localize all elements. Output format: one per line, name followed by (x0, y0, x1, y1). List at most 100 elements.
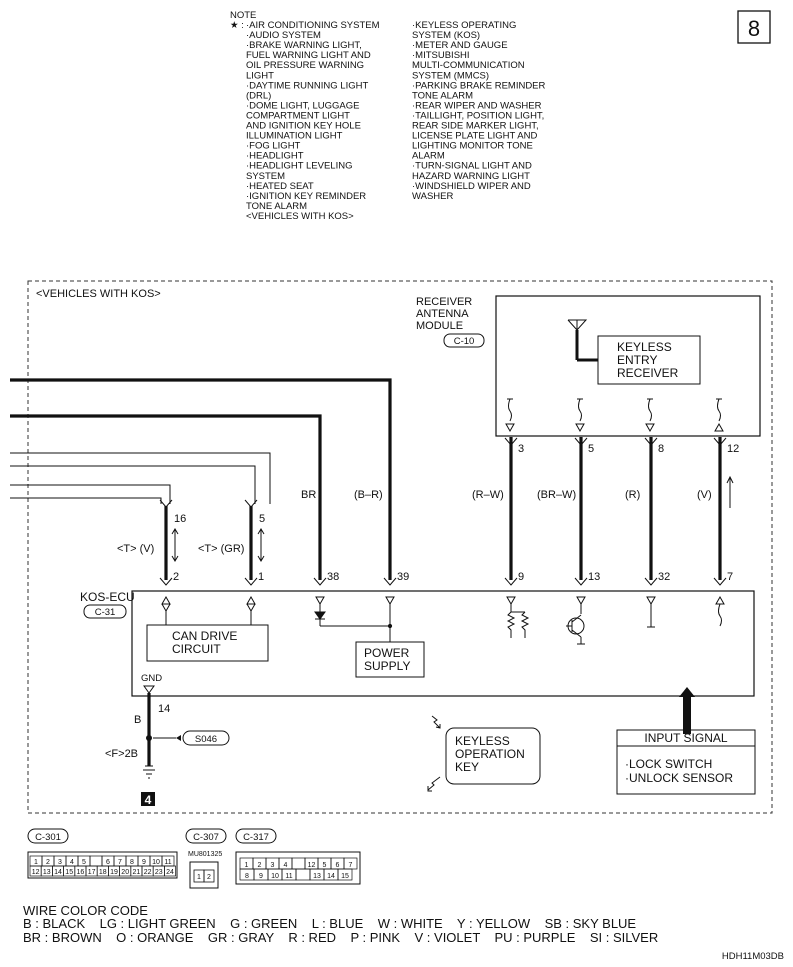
c307-pin-1: 1 (197, 874, 201, 881)
receiver-pin-8: 8 (658, 443, 664, 455)
connector-pin: 19 (110, 869, 118, 876)
vehicle-boundary (27, 280, 773, 814)
ground-wire-color: B (134, 714, 141, 726)
input-signal-title: INPUT SIGNAL (644, 731, 727, 745)
figure-code: HDH11M03DB (722, 951, 784, 962)
wire-38-br (10, 414, 322, 580)
note-item: AND IGNITION KEY HOLE (246, 121, 361, 132)
color-code-title: WIRE COLOR CODE (23, 903, 148, 918)
note-heading: NOTE (230, 10, 256, 21)
note-item: <VEHICLES WITH KOS> (246, 211, 354, 222)
radio-wave-icon (427, 715, 441, 792)
note-item: ·KEYLESS OPERATING (412, 20, 516, 31)
receiver-pin-3: 3 (518, 443, 524, 455)
receiver-connector: C-10 (454, 336, 475, 347)
connector-pin: 10 (271, 873, 279, 880)
ecu-pin-labels: 2 1 38 39 9 13 32 7 (173, 571, 733, 583)
connector-pin: 12 (32, 869, 40, 876)
connector-pin: 11 (164, 859, 171, 866)
ecu-gnd-label: GND (141, 673, 162, 684)
key-line-3: KEY (455, 760, 479, 774)
page-number-box: 8 (737, 10, 771, 44)
note-item: ·TURN-SIGNAL LIGHT AND (412, 161, 532, 172)
c307-pin-2: 2 (207, 874, 211, 881)
note-item: ·METER AND GAUGE (412, 40, 508, 51)
ground-number: 4 (145, 793, 152, 807)
note-item: (DRL) (246, 90, 271, 101)
splice-s046: S046 (195, 734, 217, 745)
ecu-pin-32: 32 (658, 571, 670, 583)
wire-brw-label: (BR–W) (537, 489, 576, 501)
ecu-pin-1: 1 (258, 571, 264, 583)
wire-thin-4 (10, 497, 162, 504)
note-item: ·HEADLIGHT LEVELING (246, 161, 352, 172)
note-item: SYSTEM (KOS) (412, 30, 480, 41)
note-item: ·MITSUBISHI (412, 50, 470, 61)
c301-label: C-301 (35, 832, 61, 843)
receiver-pin-5: 5 (588, 443, 594, 455)
connector-pin: 14 (54, 869, 62, 876)
connector-pin: 17 (88, 869, 96, 876)
note-item: SYSTEM (MMCS) (412, 70, 489, 81)
note-item: ·HEATED SEAT (246, 181, 314, 192)
note-item: ·FOG LIGHT (246, 141, 301, 152)
note-item: ·HEADLIGHT (246, 151, 304, 162)
wire-color-code: WIRE COLOR CODE B : BLACK LG : LIGHT GRE… (23, 903, 784, 962)
connector-pin: 23 (155, 869, 163, 876)
antenna-icon (567, 319, 598, 362)
connector-pin: 14 (327, 873, 335, 880)
input-signal-box: INPUT SIGNAL ·LOCK SWITCH ·UNLOCK SENSOR (616, 729, 756, 795)
connector-c307: C-307 MU801325 1 2 (185, 828, 227, 889)
input-arrow-icon (679, 687, 695, 734)
note-item: ·DAYTIME RUNNING LIGHT (246, 80, 368, 91)
note-item: FUEL WARNING LIGHT AND (246, 50, 371, 61)
ecu-pin-2: 2 (173, 571, 179, 583)
ecu-pin-9: 9 (518, 571, 524, 583)
connector-pin: 16 (77, 869, 85, 876)
connector-pin: 6 (336, 862, 340, 869)
keyless-operation-key: KEYLESS OPERATION KEY (427, 715, 541, 792)
note-star: ★ : (230, 20, 244, 31)
connector-cell (337, 868, 353, 881)
pin-16: 16 (174, 513, 186, 525)
note-item: WASHER (412, 191, 453, 202)
connector-pin: 18 (99, 869, 107, 876)
c307-label: C-307 (193, 832, 219, 843)
connector-pin: 13 (43, 869, 51, 876)
kos-ecu: KOS-ECU C-31 CAN DRIVE CIRCUIT POWER SUP… (80, 590, 755, 697)
connector-cell (89, 855, 103, 867)
note-item: ·TAILLIGHT, POSITION LIGHT, (412, 110, 544, 121)
note-item: LIGHT (246, 70, 274, 81)
connector-pin: 5 (323, 862, 327, 869)
connector-cell (291, 857, 306, 870)
gnd-pin: 14 (158, 703, 170, 715)
can-drive-line-1: CAN DRIVE (172, 629, 237, 643)
connector-pin: 3 (58, 859, 62, 866)
c307-part: MU801325 (188, 851, 222, 858)
wire-br-label: BR (301, 489, 316, 501)
wire-labels: 16 <T> (V) 5 <T> (GR) BR (B–R) (R–W) (BR… (117, 443, 739, 555)
note-column-1: ·AIR CONDITIONING SYSTEM·AUDIO SYSTEM·BR… (246, 20, 380, 222)
note-item: TONE ALARM (412, 90, 473, 101)
receiver-name-1: RECEIVER (416, 296, 472, 308)
page-number: 8 (748, 16, 760, 41)
connector-pin: 9 (259, 873, 263, 880)
connector-cell (164, 865, 176, 877)
connector-cell (295, 868, 311, 881)
note-item: ·DOME LIGHT, LUGGAGE (246, 100, 360, 111)
note-item: ·AUDIO SYSTEM (246, 30, 321, 41)
color-code-line-1: B : BLACK LG : LIGHT GREEN G : GREEN L :… (23, 916, 636, 931)
note-item: ·IGNITION KEY REMINDER (246, 191, 366, 202)
note-item: COMPARTMENT LIGHT (246, 110, 350, 121)
ecu-pin-7: 7 (727, 571, 733, 583)
connector-pin: 8 (245, 873, 249, 880)
connector-pin: 9 (142, 859, 146, 866)
connector-pin: 3 (271, 862, 275, 869)
receiver-internal-pins (505, 398, 724, 433)
connector-pin: 24 (166, 869, 174, 876)
note-item: ·PARKING BRAKE REMINDER (412, 80, 546, 91)
connector-pin: 1 (245, 862, 249, 869)
